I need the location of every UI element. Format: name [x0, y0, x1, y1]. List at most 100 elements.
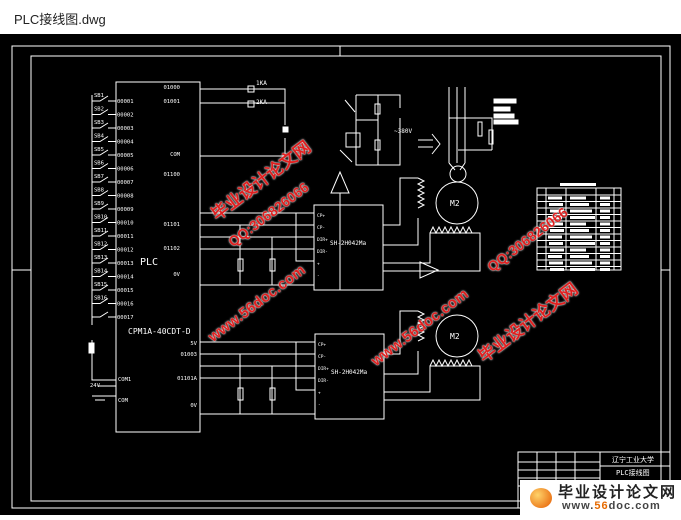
motor-winding — [383, 177, 481, 272]
driver-pin: + — [317, 262, 320, 267]
input-address: 00014 — [117, 275, 134, 281]
table-cell-text — [570, 248, 586, 252]
input-address: 00016 — [117, 302, 134, 308]
input-switch — [92, 217, 116, 223]
common-label: COM — [118, 398, 129, 404]
input-switch — [92, 203, 116, 210]
input-address: 00010 — [117, 221, 134, 227]
input-switch — [92, 244, 116, 250]
stepper-driver-box — [313, 204, 384, 291]
output-terminal: 0V — [173, 272, 180, 278]
output-terminal: 01101 — [163, 222, 180, 228]
table-cell-text — [549, 261, 563, 265]
window-titlebar: PLC接线图.dwg — [0, 0, 681, 34]
driver-pin: DIR+ — [318, 366, 329, 372]
inner-frame — [30, 55, 662, 502]
resistor — [237, 387, 244, 401]
input-switch-label: SB4 — [94, 134, 105, 140]
table-cell-text — [600, 203, 610, 206]
common-label: COM1 — [118, 377, 131, 383]
table-cell-text — [548, 235, 562, 239]
input-switch-label: SB1 — [94, 93, 104, 99]
input-switch-label: SB10 — [94, 215, 107, 221]
input-switch-label: SB15 — [94, 282, 107, 288]
input-switch-label: SB3 — [94, 120, 104, 126]
output-terminal: 0V — [190, 403, 197, 409]
input-switch-label: SB9 — [94, 201, 104, 207]
plc-label: PLC — [140, 257, 158, 268]
table-cell-text — [600, 248, 610, 252]
table-cell-text — [550, 248, 564, 252]
common-label: 24V — [90, 383, 101, 389]
logo-url-number: 56 — [594, 500, 609, 512]
input-switch-label: SB6 — [94, 161, 104, 167]
table-cell-text — [548, 216, 562, 219]
motor-winding — [384, 310, 481, 401]
input-switch — [92, 257, 116, 264]
table-cell-text — [549, 242, 563, 245]
logo-url-prefix: www. — [562, 500, 595, 512]
table-cell-text — [600, 209, 610, 213]
input-address: 00004 — [117, 140, 134, 146]
driver-pin: CP+ — [318, 342, 326, 348]
driver-pin: DIR- — [318, 378, 329, 384]
input-switch — [92, 122, 116, 129]
fuse — [88, 342, 95, 354]
relay-label: 1KA — [256, 80, 267, 87]
pump-motor — [449, 165, 467, 183]
logo-ball-icon — [530, 488, 552, 508]
control-wiring — [200, 212, 314, 286]
table-cell-text — [570, 242, 595, 245]
plc-wiring-diagram: PLC CPM1A-40CDT-D SB100001SB200002SB3000… — [11, 45, 671, 509]
output-terminal: 01000 — [163, 85, 180, 91]
input-switch — [92, 298, 116, 304]
input-switch-label: SB7 — [94, 174, 104, 180]
input-switch-label: SB2 — [94, 107, 104, 113]
driver-pin: - — [318, 403, 321, 408]
input-address: 00017 — [117, 315, 134, 321]
table-cell-text — [600, 268, 610, 271]
input-switch — [92, 311, 116, 318]
input-address: 00007 — [117, 180, 134, 186]
arrow-icon — [418, 133, 441, 155]
voltage-label: ~380V — [394, 128, 412, 135]
table-cell-text — [550, 229, 564, 232]
table-header — [560, 183, 596, 186]
driver-pin: - — [317, 274, 320, 279]
driver-pin: DIR- — [317, 249, 328, 255]
resistor — [237, 258, 244, 272]
input-address: 00002 — [117, 113, 134, 119]
table-cell-text — [570, 261, 592, 265]
table-cell-text — [600, 255, 610, 258]
input-switch — [92, 136, 116, 142]
driver-pin: CP+ — [317, 213, 325, 219]
input-address: 00011 — [117, 234, 134, 240]
input-switch-label: SB14 — [94, 269, 108, 275]
input-switch — [92, 163, 116, 169]
output-terminal: 01100 — [163, 172, 180, 178]
table-cell-text — [570, 222, 586, 226]
title-block-school: 辽宁工业大学 — [612, 455, 654, 464]
input-address: 00006 — [117, 167, 134, 173]
input-list: SB100001SB200002SB300003SB400004SB500005… — [92, 93, 134, 321]
table-cell-text — [570, 196, 586, 200]
output-terminal: COM — [170, 152, 181, 158]
table-cell-text — [570, 216, 595, 219]
table-cell-text — [600, 235, 610, 239]
stepper-driver-box — [314, 333, 385, 420]
input-switch-label: SB11 — [94, 228, 107, 234]
table-cell-text — [548, 196, 562, 200]
resistor — [269, 387, 276, 401]
driver-pin: + — [318, 391, 321, 396]
input-switch — [92, 95, 116, 102]
stepper-motor — [435, 181, 479, 225]
output-terminal: 01101A — [177, 376, 198, 382]
resistor — [269, 258, 276, 272]
plc-box — [115, 81, 201, 433]
table-cell-text — [600, 229, 610, 232]
power-wiring — [91, 340, 116, 401]
table-cell-text — [549, 203, 563, 206]
input-address: 00001 — [117, 99, 134, 105]
logo-url-suffix: doc.com — [608, 500, 661, 512]
